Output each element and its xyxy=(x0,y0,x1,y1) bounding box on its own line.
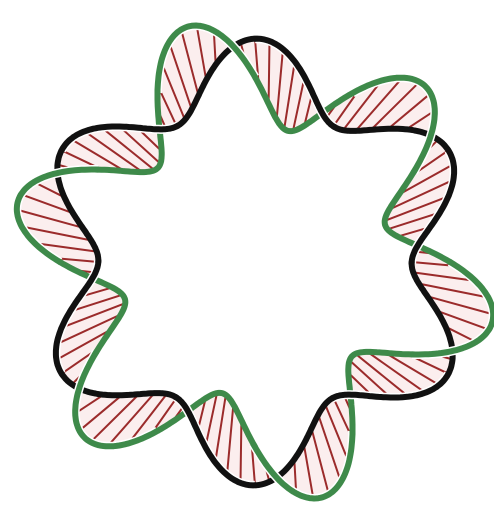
base-pair-rung xyxy=(269,41,270,104)
base-pair-rung xyxy=(241,420,242,483)
